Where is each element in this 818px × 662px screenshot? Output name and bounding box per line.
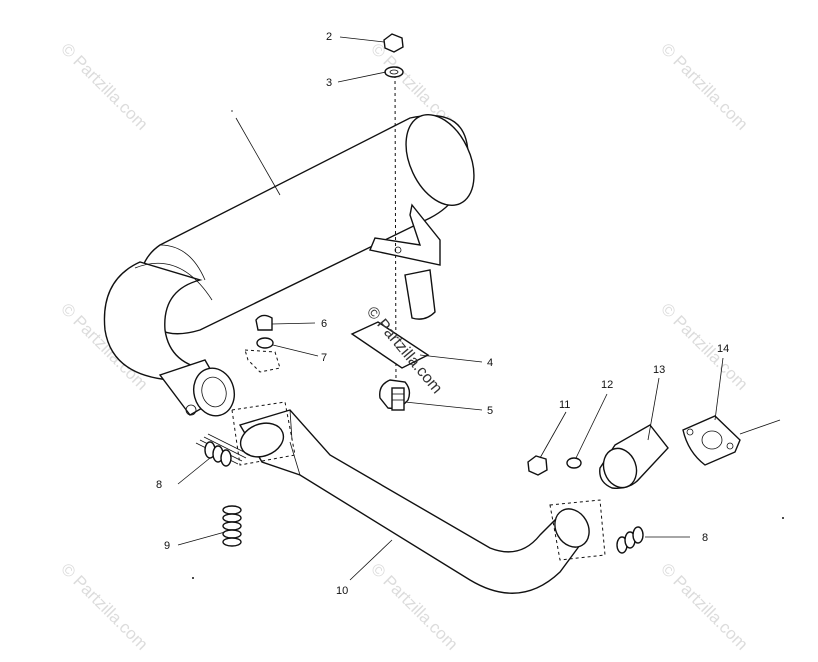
- head-pipe: [231, 401, 606, 594]
- inlet-collar: [158, 359, 235, 417]
- watermark: © Partzilla.com: [57, 39, 151, 133]
- watermark: © Partzilla.com: [657, 299, 751, 393]
- grommet: [244, 314, 281, 373]
- watermark: © Partzilla.com: [367, 559, 461, 653]
- callout-14: 14: [717, 343, 729, 355]
- mount-plate: [350, 321, 430, 411]
- springs: [195, 433, 644, 554]
- callout-8: 8: [156, 479, 162, 491]
- callout-labels: 2 3 6 7 4 5 11 12 13 14 8 8 9 10: [156, 31, 729, 597]
- callout-10: 10: [336, 585, 348, 597]
- callout-11: 11: [559, 399, 570, 411]
- exhaust-flange-hardware: [527, 415, 781, 489]
- muffler: [103, 110, 475, 381]
- callout-7: 7: [321, 352, 327, 364]
- stray-dot: [192, 577, 194, 579]
- callout-8: 8: [702, 532, 708, 544]
- watermark: © Partzilla.com: [657, 39, 751, 133]
- callout-12: 12: [601, 379, 613, 391]
- callout-5: 5: [487, 405, 493, 417]
- callout-2: 2: [326, 31, 332, 43]
- callout-9: 9: [164, 540, 170, 552]
- callout-13: 13: [653, 364, 665, 376]
- stray-dot: [782, 517, 784, 519]
- callout-6: 6: [321, 318, 327, 330]
- leader-lines: [177, 36, 724, 581]
- watermark: © Partzilla.com: [57, 559, 151, 653]
- watermark: © Partzilla.com: [657, 559, 751, 653]
- callout-4: 4: [487, 357, 493, 369]
- callout-3: 3: [326, 77, 332, 89]
